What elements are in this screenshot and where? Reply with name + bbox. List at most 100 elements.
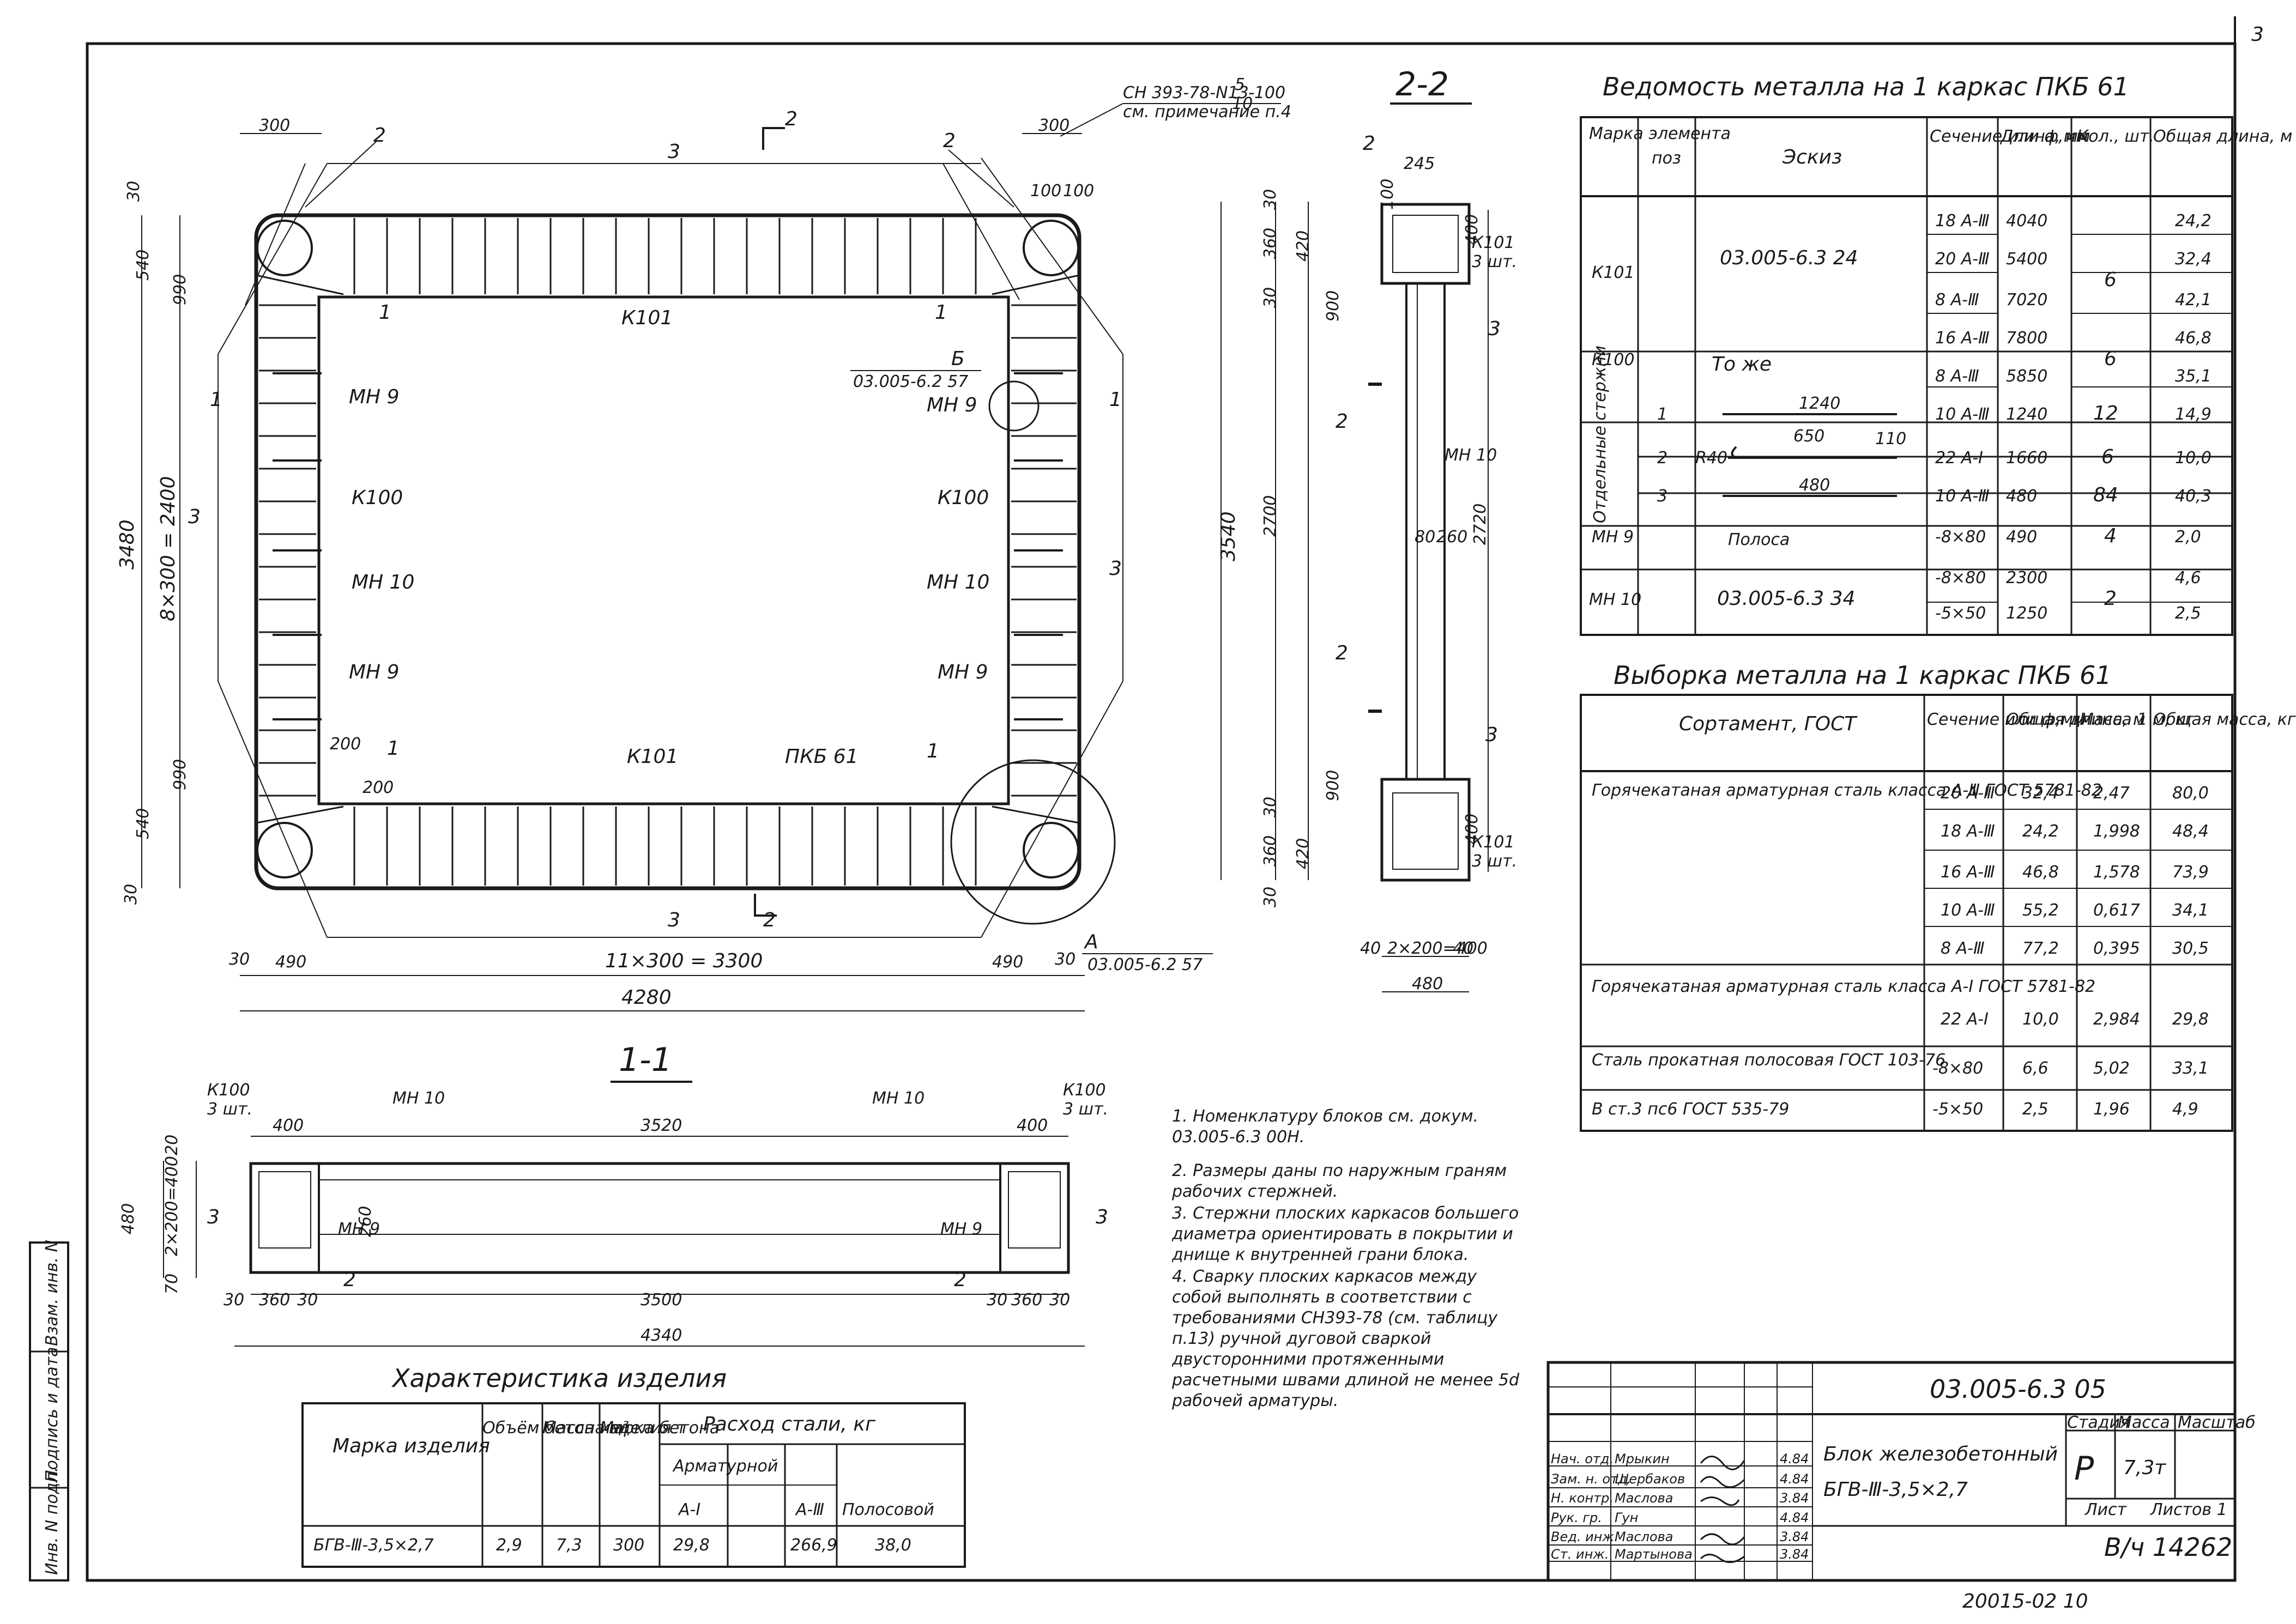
msel-r3-mass: 73,9	[2172, 863, 2209, 882]
char-h-mark: Марка изделия	[333, 1435, 490, 1457]
s11-d30a: 30	[223, 1290, 244, 1310]
plan-label-mn10-r: МН 10	[927, 571, 989, 593]
plan-dim-left-top: 540	[134, 250, 153, 281]
ms-k100-mark: К100	[1592, 350, 1635, 369]
msel-r5-len: 77,2	[2022, 939, 2059, 958]
ms-p2-s: 22 А-Ⅰ	[1935, 449, 1983, 468]
char-v-a1: 29,8	[673, 1536, 710, 1555]
ms-k100-l2: 5850	[2006, 367, 2047, 386]
ms-p2-q: 6	[2101, 446, 2114, 468]
tb-mass: 7,3т	[2123, 1457, 2166, 1479]
tb-name-0: Мрыкин	[1615, 1451, 1670, 1467]
s22-bottom-40b: 40	[1453, 939, 1473, 958]
s22-dim-2700: 2700	[1261, 495, 1280, 537]
msel-r4-mass: 34,1	[2172, 901, 2209, 920]
plan-sn-frac-tail: -100	[1248, 83, 1285, 102]
s22-dim-80: 80	[1415, 528, 1435, 547]
tb-name-4: Маслова	[1615, 1529, 1673, 1544]
msel-h-len: Общая длина, м	[2006, 710, 2145, 729]
msel-r5-m1: 0,395	[2093, 939, 2140, 958]
ms-p3-pos: 3	[1657, 487, 1667, 506]
ms-k101-s3: 8 А-Ⅲ	[1935, 290, 1979, 310]
msel-h-mass1: Масса 1 м, кг	[2080, 710, 2194, 729]
char-v-strip: 38,0	[875, 1536, 911, 1555]
s22-k101-top-q: 3 шт.	[1472, 252, 1517, 271]
s22-dim-top400: 400	[1463, 214, 1482, 245]
plan-pos3-top: 3	[668, 141, 680, 163]
s11-d3500: 3500	[641, 1290, 682, 1310]
plan-dim-edge-bot: 30	[122, 884, 141, 905]
tb-role-2: Н. контр.	[1551, 1490, 1614, 1506]
s22-dim-right: 2720	[1471, 504, 1490, 545]
s11-mn10-r: МН 10	[872, 1089, 925, 1108]
section22-title: 2-2	[1395, 65, 1449, 104]
s11-d30c: 30	[987, 1290, 1007, 1310]
msel-r3-len: 46,8	[2022, 863, 2059, 882]
s22-dim-top: 245	[1404, 154, 1435, 173]
plan-dim-width-total: 4280	[621, 986, 672, 1009]
side-stamp-inv: Инв. N подл.	[43, 1467, 62, 1575]
char-v-a3: 266,9	[790, 1536, 837, 1555]
s11-d480: 480	[119, 1203, 138, 1234]
ms-p1-q: 12	[2093, 402, 2118, 425]
plan-sn-frac-num: 5	[1235, 75, 1245, 94]
s22-dim-420b: 420	[1294, 838, 1313, 869]
char-h-a1: А-Ⅰ	[678, 1500, 700, 1519]
ms-mn10-q: 2	[2104, 587, 2117, 610]
s11-mn9-l: МН 9	[338, 1220, 380, 1239]
tb-org: В/ч 14262	[2104, 1532, 2232, 1562]
side-stamp-replace: Взам. инв. N	[43, 1240, 62, 1346]
ms-k101-t2: 32,4	[2175, 250, 2212, 269]
msel-r7-mass: 33,1	[2172, 1059, 2209, 1078]
tb-role-4: Вед. инж.	[1551, 1529, 1618, 1544]
msel-g4: В ст.3 пс6 ГОСТ 535-79	[1592, 1100, 1789, 1119]
section-22: 2-2 3540 30 360 30 2700 30 360 30 420 90…	[1217, 65, 1517, 993]
msel-r5-mass: 30,5	[2172, 939, 2209, 958]
s22-dim-30b: 30	[1261, 287, 1280, 308]
plan-label-mn9-2: МН 9	[349, 661, 399, 683]
s11-p2-r: 2	[954, 1269, 966, 1291]
plan-label-k101-top: К101	[621, 307, 673, 329]
ms-mn10-s1: -8×80	[1935, 568, 1986, 587]
plan-label-b-ref: 03.005-6.2 57	[853, 372, 968, 391]
ms-mn10-l2: 1250	[2006, 604, 2047, 623]
ms-k101-t3: 42,1	[2175, 290, 2212, 310]
plan-pos1-br: 1	[927, 740, 939, 762]
ms-k101-mark: К101	[1592, 263, 1635, 282]
s22-pos2-b: 2	[1336, 410, 1348, 433]
ms-k100-t2: 35,1	[2175, 367, 2212, 386]
ms-k100-t1: 46,8	[2175, 329, 2212, 348]
ms-group-label: Отдельные стержни	[1591, 346, 1610, 523]
tb-role-1: Зам. н. отд.	[1551, 1471, 1631, 1487]
ms-mn10-mark: МН 10	[1589, 590, 1641, 609]
ms-k100-s1: 16 А-Ⅲ	[1935, 329, 1990, 348]
ms-mn10-l1: 2300	[2006, 568, 2047, 587]
s11-p3-l: 3	[207, 1206, 220, 1228]
s22-dim-100: 100	[1378, 179, 1397, 210]
ms-k101-l2: 5400	[2006, 250, 2047, 269]
plan-dim-height-total: 3480	[116, 519, 138, 569]
s11-k100-l-q: 3 шт.	[207, 1100, 252, 1119]
char-h-vol: Объём бетона м³	[482, 1419, 629, 1438]
plan-label-a: А	[1084, 931, 1098, 953]
ms-p1-pos: 1	[1657, 405, 1667, 424]
s11-d4340: 4340	[641, 1326, 682, 1345]
msel-r7-m1: 5,02	[2093, 1059, 2130, 1078]
ms-k101-s1: 18 А-Ⅲ	[1935, 211, 1990, 231]
plan-sn-note: см. примечание п.4	[1123, 102, 1291, 122]
plan-stirrups	[256, 218, 1080, 886]
section11-title: 1-1	[619, 1041, 672, 1079]
char-h-strip: Полосовой	[842, 1500, 934, 1519]
plan-dim-top-left: 300	[259, 116, 290, 135]
ms-mn9-mark: МН 9	[1592, 528, 1634, 547]
plan-dim-small-100: 100	[1030, 181, 1061, 201]
msel-r2-mass: 48,4	[2172, 822, 2209, 841]
msel-r2-m1: 1,998	[2093, 822, 2140, 841]
msel-r6-sect: 22 А-Ⅰ	[1941, 1010, 1989, 1029]
ms-p3-sketch: 480	[1799, 476, 1830, 495]
s11-mn10-l: МН 10	[392, 1089, 445, 1108]
ms-p3-t: 40,3	[2175, 487, 2212, 506]
s22-k101-bot: К101	[1472, 833, 1515, 852]
ms-mn9-t: 2,0	[2175, 528, 2201, 547]
tb-code: 03.005-6.3 05	[1930, 1374, 2106, 1404]
